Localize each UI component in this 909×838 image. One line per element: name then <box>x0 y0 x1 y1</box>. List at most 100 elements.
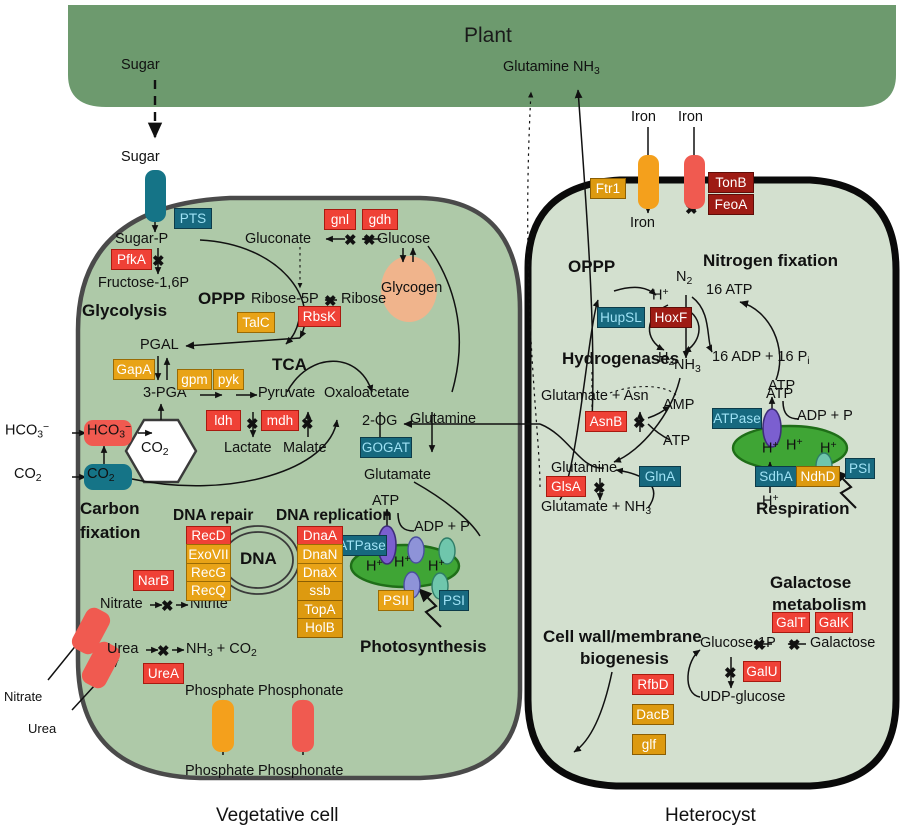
atp-nitrogenase-label: ATP <box>768 378 796 394</box>
iron-outside-2: Iron <box>678 109 703 125</box>
phosphate-transporter[interactable] <box>212 700 234 752</box>
gene-gogat[interactable]: GOGAT <box>360 437 412 458</box>
sugar-transporter[interactable] <box>145 170 166 222</box>
gene-asnb[interactable]: AsnB <box>585 411 627 432</box>
dna-replication-heading: DNA replication <box>276 507 392 524</box>
iron-inside-label: Iron <box>630 215 655 231</box>
co2-carboxysome-label: CO2 <box>141 440 169 458</box>
gene-hoxf[interactable]: HoxF <box>650 307 692 328</box>
gene-gapa[interactable]: GapA <box>113 359 155 380</box>
glutamine-het-label: Glutamine <box>551 460 618 476</box>
gene-gdh[interactable]: gdh <box>362 209 398 230</box>
hplus-hydrogenase-label: H+ <box>652 287 669 304</box>
gene-mdh[interactable]: mdh <box>261 410 299 431</box>
nitrate-inside-label: Nitrate <box>100 596 143 612</box>
gene-tonb[interactable]: TonB <box>708 172 754 193</box>
atp-veg-label: ATP <box>372 493 400 509</box>
gene-glna[interactable]: GlnA <box>639 466 681 487</box>
carbon-fixation-heading-l2: fixation <box>80 523 141 542</box>
gene-pts[interactable]: PTS <box>174 208 212 229</box>
glycogen-granule <box>381 256 437 322</box>
gene-pyk[interactable]: pyk <box>213 369 244 390</box>
gene-dacb[interactable]: DacB <box>632 704 674 725</box>
oxaloacetate-label: Oxaloacetate <box>324 385 410 401</box>
gene-topa[interactable]: TopA <box>297 599 343 620</box>
gene-atpase-vegetative[interactable]: ATPase <box>337 535 387 556</box>
gene-galu[interactable]: GalU <box>743 661 781 682</box>
gene-hupsl[interactable]: HupSL <box>597 307 645 328</box>
gene-psii[interactable]: PSII <box>378 590 414 611</box>
sugar-p-label: Sugar-P <box>115 231 169 247</box>
nh3-het-label: NH3 <box>674 357 701 375</box>
iron-tonb-transporter[interactable] <box>684 155 705 209</box>
gene-dnaa[interactable]: DnaA <box>297 526 343 546</box>
phosphate-outside-label: Phosphate <box>185 763 255 779</box>
gene-ldh[interactable]: ldh <box>206 410 241 431</box>
gene-recg[interactable]: RecG <box>186 562 231 583</box>
gene-dnan[interactable]: DnaN <box>297 544 343 565</box>
co2-transporter[interactable] <box>84 464 132 490</box>
gene-recq[interactable]: RecQ <box>186 581 231 602</box>
phosphonate-inside-label: Phosphonate <box>258 683 344 699</box>
nh3-to-plant-label: NH3 <box>573 59 600 77</box>
gene-feoa[interactable]: FeoA <box>708 194 754 215</box>
gene-recd[interactable]: RecD <box>186 526 231 546</box>
adp16-label: 16 ADP + 16 Pi <box>712 349 810 367</box>
glutamine-veg-label: Glutamine <box>410 411 477 427</box>
sugar-periplasm-label: Sugar <box>121 149 160 165</box>
dna-label: DNA <box>240 549 277 568</box>
gene-urea-a[interactable]: UreA <box>143 663 184 684</box>
gene-talc[interactable]: TalC <box>237 312 275 333</box>
hplus-resp-label: H+ <box>762 493 779 510</box>
gene-rfbd[interactable]: RfbD <box>632 674 674 695</box>
glutamate-veg-label: Glutamate <box>364 467 431 483</box>
gene-dnax[interactable]: DnaX <box>297 562 343 583</box>
dna-replication-gene-stack: DnaA DnaN DnaX ssb TopA HolB <box>297 526 343 639</box>
pq-complex-vegetative <box>407 536 425 564</box>
hplus-veg-1: H+ <box>366 558 383 575</box>
gene-ftr1[interactable]: Ftr1 <box>590 178 626 199</box>
block-x-narb: ✖ <box>161 598 174 615</box>
gene-ndhd[interactable]: NdhD <box>796 466 840 487</box>
hplus-het-2: H+ <box>786 437 803 454</box>
gene-galt[interactable]: GalT <box>772 612 810 633</box>
gene-gpm[interactable]: gpm <box>177 369 212 390</box>
amp-label: AMP <box>663 397 695 413</box>
gene-psi-heterocyst[interactable]: PSI <box>845 458 875 479</box>
gene-atpase-heterocyst[interactable]: ATPase <box>712 408 762 429</box>
galactose-heading-l1: Galactose <box>770 573 852 592</box>
glutamate-asn-label: Glutamate + Asn <box>541 388 649 404</box>
gene-pfka[interactable]: PfkA <box>111 249 152 270</box>
gene-glf[interactable]: glf <box>632 734 666 755</box>
gene-holb[interactable]: HolB <box>297 618 343 639</box>
3pga-label: 3-PGA <box>143 385 187 401</box>
phosphonate-transporter[interactable] <box>292 700 314 752</box>
gene-narb[interactable]: NarB <box>133 570 174 591</box>
hydrogenases-heading: Hydrogenases <box>562 349 680 368</box>
atpase-complex-heterocyst[interactable] <box>762 408 782 448</box>
block-x-ldh: ✖ <box>246 416 259 433</box>
respiration-heading: Respiration <box>756 499 850 518</box>
galactose-label: Galactose <box>810 635 876 651</box>
gene-gnl[interactable]: gnl <box>324 209 356 230</box>
glucose1p-label: Glucose-1P <box>700 635 776 651</box>
gene-rbsk[interactable]: RbsK <box>298 306 341 327</box>
gene-psi-vegetative[interactable]: PSI <box>439 590 469 611</box>
block-x-galk: ✖ <box>753 637 766 654</box>
gene-sdha[interactable]: SdhA <box>755 466 797 487</box>
gene-ssb[interactable]: ssb <box>297 581 343 602</box>
heterocyst-label: Heterocyst <box>665 805 756 826</box>
gene-exovii[interactable]: ExoVII <box>186 544 231 565</box>
gene-glsa[interactable]: GlsA <box>546 476 586 497</box>
hplus-veg-2: H+ <box>394 554 411 571</box>
bicarbonate-transporter[interactable] <box>84 420 132 446</box>
cellwall-heading-l1: Cell wall/membrane <box>543 627 702 646</box>
iron-ftr1-transporter[interactable] <box>638 155 659 209</box>
gene-galk[interactable]: GalK <box>815 612 853 633</box>
block-x-galt: ✖ <box>788 637 801 654</box>
hco3-outside-label: HCO3− <box>5 422 50 441</box>
atp16-label: 16 ATP <box>706 282 753 298</box>
co2-outside-label: CO2 <box>14 466 42 484</box>
atp-asnb-label: ATP <box>663 433 691 449</box>
